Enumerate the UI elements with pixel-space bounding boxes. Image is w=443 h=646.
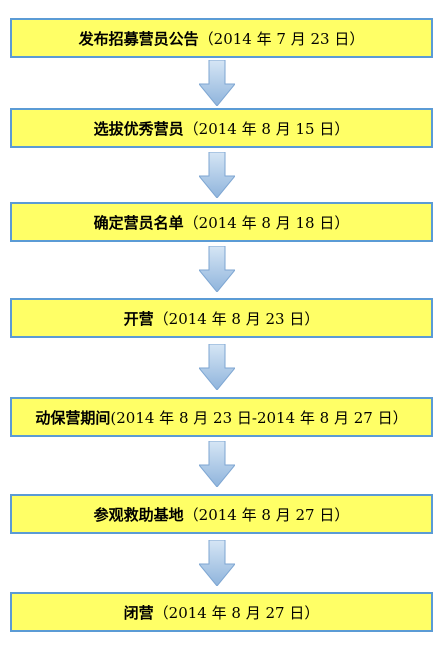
arrow-down-icon: [199, 441, 235, 487]
step-4-date: （2014 年 8 月 23 日）: [153, 309, 320, 328]
step-7-closing: 闭营（2014 年 8 月 27 日）: [10, 592, 433, 632]
step-2-date: （2014 年 8 月 15 日）: [183, 119, 350, 138]
step-5-camp-period: 动保营期间(2014 年 8 月 23 日-2014 年 8 月 27 日）: [10, 397, 433, 437]
step-5-date: (2014 年 8 月 23 日-2014 年 8 月 27 日）: [110, 408, 408, 427]
arrow-down-icon: [199, 344, 235, 390]
step-7-date: （2014 年 8 月 27 日）: [153, 603, 320, 622]
step-3-confirm-list: 确定营员名单（2014 年 8 月 18 日）: [10, 202, 433, 242]
step-2-name: 选拔优秀营员: [93, 119, 184, 138]
step-1-date: （2014 年 7 月 23 日）: [198, 29, 365, 48]
step-3-name: 确定营员名单: [93, 213, 184, 232]
step-3-date: （2014 年 8 月 18 日）: [183, 213, 350, 232]
step-1-name: 发布招募营员公告: [78, 29, 199, 48]
step-4-opening: 开营（2014 年 8 月 23 日）: [10, 298, 433, 338]
step-6-visit-rescue-base: 参观救助基地（2014 年 8 月 27 日）: [10, 494, 433, 534]
arrow-down-icon: [199, 152, 235, 198]
step-6-date: （2014 年 8 月 27 日）: [183, 505, 350, 524]
step-5-name: 动保营期间: [35, 408, 111, 427]
step-6-name: 参观救助基地: [93, 505, 184, 524]
arrow-down-icon: [199, 540, 235, 586]
arrow-down-icon: [199, 60, 235, 106]
step-7-name: 闭营: [123, 603, 154, 622]
step-4-name: 开营: [123, 309, 154, 328]
step-2-select-campers: 选拔优秀营员（2014 年 8 月 15 日）: [10, 108, 433, 148]
arrow-down-icon: [199, 246, 235, 292]
step-1-publish-recruitment: 发布招募营员公告（2014 年 7 月 23 日）: [10, 18, 433, 58]
